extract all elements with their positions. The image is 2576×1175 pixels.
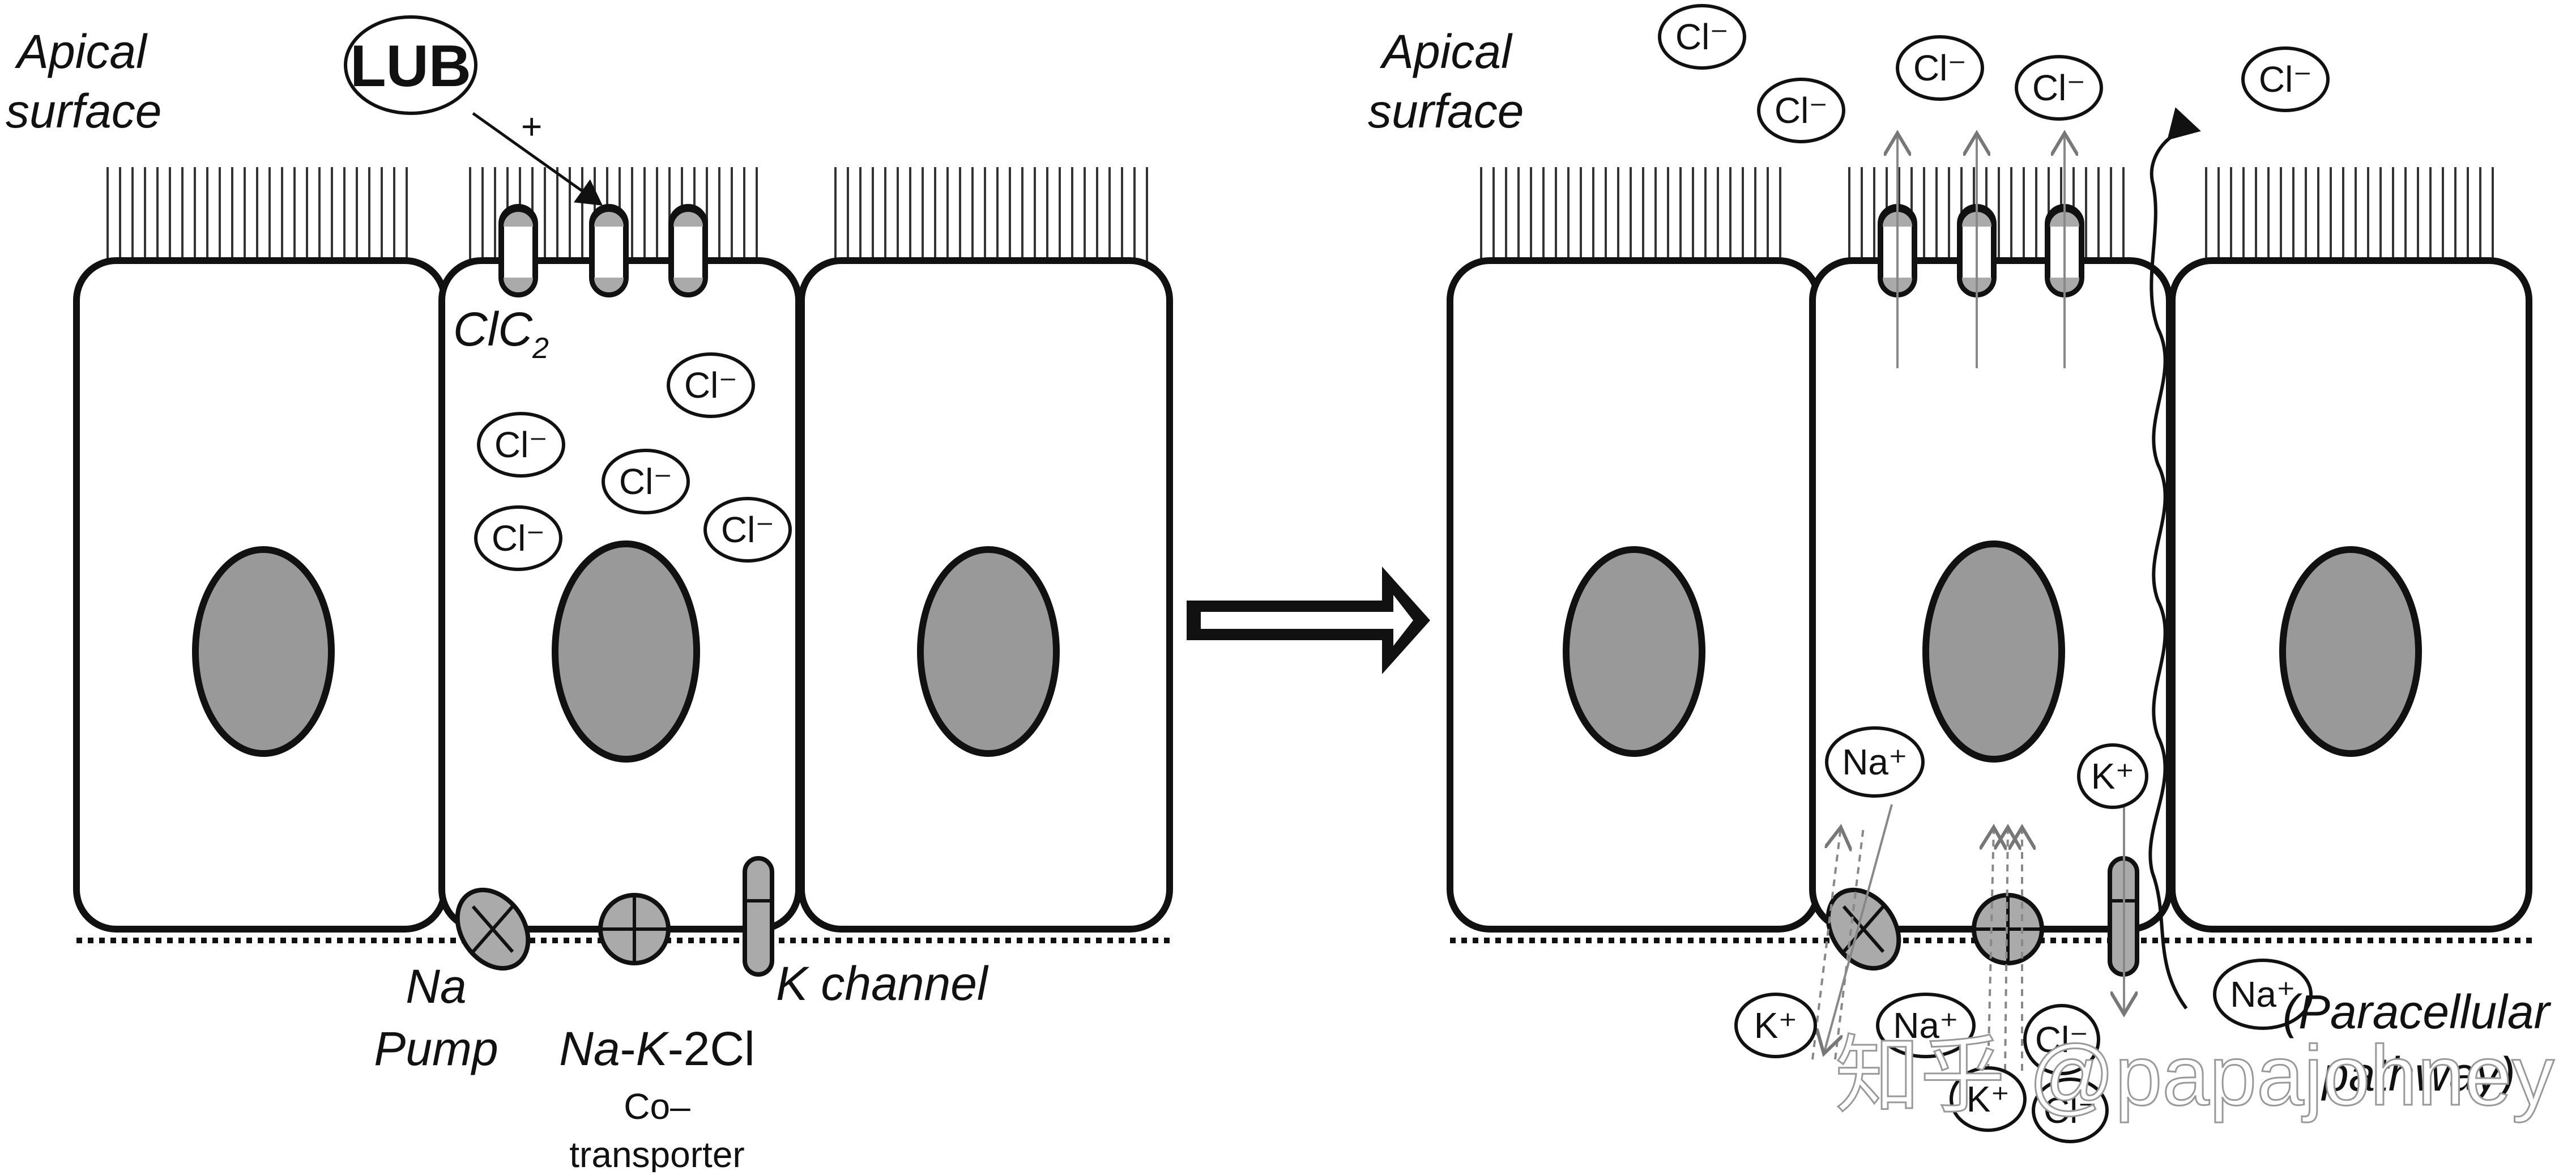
ions-right-intracellular: Na⁺ K⁺ [1825,726,2148,809]
cl-ion-secreted: Cl⁻ [2015,55,2103,121]
basolateral-ion-label: Na⁺ [2230,974,2296,1015]
cl-ion-label: Cl⁻ [492,518,545,559]
cl-ion-secreted: Cl⁻ [1658,4,1746,70]
basolateral-ion: K⁺ [1950,1066,2027,1132]
basolateral-ion: Cl⁻ [2032,1078,2109,1143]
cl-efflux-arrows [1897,133,2065,368]
cotransporter-label-line1: Co– [624,1086,690,1127]
clc2-channel [668,204,708,297]
basolateral-ion: K⁺ [1734,993,1817,1058]
cl-ion: Cl⁻ [474,505,562,571]
cl-ion: Cl⁻ [477,412,565,478]
ion-flux-arrows [1811,804,2124,1071]
k-channel-label: K channel [776,957,989,1010]
paracellular-path [2148,107,2201,1010]
na-pump [455,887,531,971]
basolateral-ion-label: Cl⁻ [2035,1019,2088,1060]
cl-ions-left: Cl⁻ Cl⁻ Cl⁻ Cl⁻ Cl⁻ [474,352,792,571]
na-ion-label: Na⁺ [1842,742,1908,782]
basolateral-ion-label: Cl⁻ [2044,1090,2097,1131]
clc2-channel [498,204,538,297]
basolateral-ion: Na⁺ [2213,959,2313,1030]
basolateral-ion-label: K⁺ [1967,1079,2010,1119]
cl-ion: Cl⁻ [602,449,690,514]
cl-ion-label: Cl⁻ [721,509,774,550]
lub-activation-arrow [472,112,603,206]
k-ion-label: K⁺ [2091,756,2134,797]
basolateral-ion: Na⁺ [1876,993,1976,1058]
right-panel: Apical surface Cl⁻ Cl⁻ Cl⁻ Cl⁻ Cl⁻ [1368,4,2552,1143]
microvilli-right [1480,167,2494,263]
cl-ion-secreted: Cl⁻ [2241,46,2330,112]
cl-ion-secreted-label: Cl⁻ [2259,59,2312,100]
clc2-label: ClC2 [453,303,549,365]
cl-ion-secreted-label: Cl⁻ [1913,48,1967,88]
nucleus-left-1 [192,546,335,757]
lub-label: LUB [350,33,471,99]
cl-ions-secreted: Cl⁻ Cl⁻ Cl⁻ Cl⁻ Cl⁻ [1658,4,2330,143]
na-pump-label-line1: Na [406,960,466,1013]
clc2-channels-right [1878,204,2084,297]
na-pump-right [1826,887,1901,971]
cl-ion-secreted-label: Cl⁻ [1775,90,1828,131]
k-channel-left [743,856,774,977]
watermark: 知乎 @papajohney [1835,1028,2554,1123]
na-ion: Na⁺ [1825,726,1925,798]
nucleus-right-1 [1563,546,1705,757]
apical-surface-label-line1-right: Apical [1379,25,1513,78]
na-pump-label-line2: Pump [374,1022,498,1075]
clc2-channel [589,204,629,297]
cotransporter-label-line2: transporter [569,1134,744,1172]
paracellular-label-line1: (Paracellular [2283,985,2552,1038]
nucleus-right-2 [1922,540,2065,763]
lub-bubble [344,15,477,115]
left-panel: Apical surface LUB + ClC2 Cl⁻Cl⁻Cl⁻Cl⁻Cl… [6,15,1173,1175]
clc2-channels-left [498,204,708,297]
cl-ion-label: Cl⁻ [494,424,548,465]
basolateral-ion-label: K⁺ [1754,1005,1797,1046]
nucleus-left-2 [552,540,700,763]
apical-surface-label-line2: surface [6,84,161,138]
cl-ion: Cl⁻ [703,497,792,563]
ions-right-basolateral: K⁺Na⁺Cl⁻K⁺Cl⁻Na⁺ [1734,959,2313,1143]
cl-ion-secreted-label: Cl⁻ [1675,16,1729,57]
basolateral-ion-label: Na⁺ [1893,1005,1959,1046]
nak2cl-label: Na-K-2Cl [559,1022,754,1075]
transition-arrow-icon [1187,567,1430,674]
cl-ion-secreted-label: Cl⁻ [2032,67,2085,108]
k-ion: K⁺ [2077,743,2148,809]
apical-surface-label-line2-right: surface [1368,84,1524,138]
cl-ion: Cl⁻ [667,352,755,418]
cl-ion-secreted: Cl⁻ [1757,78,1845,143]
nucleus-right-3 [2279,546,2422,757]
basolateral-ion: Cl⁻ [2023,1004,2100,1075]
cl-ion-label: Cl⁻ [619,461,672,502]
apical-surface-label-line1: Apical [14,25,148,78]
nak2cl-cotransporter [598,893,671,965]
paracellular-label-line2: pathway) [2321,1048,2515,1101]
nucleus-left-3 [917,546,1060,757]
activation-plus: + [521,106,542,147]
cl-ion-secreted: Cl⁻ [1896,35,1984,101]
cl-ion-label: Cl⁻ [684,365,737,406]
